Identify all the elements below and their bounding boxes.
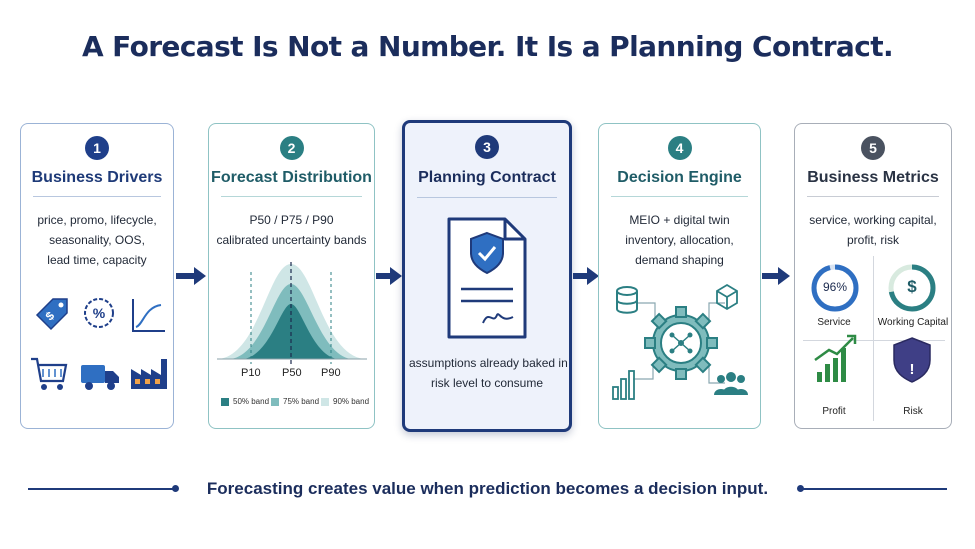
- tick-label: P90: [321, 367, 341, 379]
- description-line: inventory, allocation,: [625, 233, 734, 247]
- divider: [611, 196, 748, 197]
- svg-text:%: %: [93, 305, 106, 321]
- step-badge: 1: [85, 136, 109, 160]
- lifecycle-curve-icon: [132, 299, 165, 332]
- footer-dot: [172, 485, 179, 492]
- flow-arrow-icon: [376, 267, 402, 285]
- card-title: Business Drivers: [31, 169, 163, 186]
- card-decision-engine: 4 Decision Engine MEIO + digital twin in…: [598, 123, 761, 429]
- decision-engine-diagram: [612, 283, 748, 400]
- dollar-symbol: $: [907, 277, 917, 296]
- card-title: Decision Engine: [617, 169, 742, 186]
- gear-network-icon: [644, 306, 718, 380]
- page-title: A Forecast Is Not a Number. It Is a Plan…: [81, 30, 894, 63]
- shopping-cart-icon: [31, 357, 68, 390]
- card-title: Forecast Distribution: [211, 169, 372, 186]
- card-forecast-distribution: 2 Forecast Distribution P50 / P75 / P90 …: [208, 123, 375, 429]
- legend-swatch: [221, 398, 229, 406]
- footer-dot: [797, 485, 804, 492]
- tick-label: P50: [282, 367, 302, 379]
- metric-label: Working Capital: [877, 317, 949, 328]
- description-line: lead time, capacity: [47, 253, 147, 267]
- legend-swatch: [321, 398, 329, 406]
- factory-icon: [131, 359, 167, 389]
- legend-swatch: [271, 398, 279, 406]
- grid-divider: [803, 340, 945, 341]
- warning-shield-icon: [893, 337, 931, 383]
- dollar-ring-icon: [888, 264, 936, 312]
- metric-label: Profit: [822, 406, 846, 417]
- description-line: price, promo, lifecycle,: [37, 213, 157, 227]
- percent-badge-icon: %: [84, 298, 114, 328]
- legend-label: 50% band: [233, 397, 270, 406]
- description-line: calibrated uncertainty bands: [216, 233, 367, 247]
- metric-label: Service: [817, 317, 851, 328]
- card-description: P50 / P75 / P90 calibrated uncertainty b…: [213, 210, 370, 250]
- card-title: Business Metrics: [807, 169, 939, 186]
- footer-rule-left: [28, 488, 174, 490]
- divider: [221, 196, 362, 197]
- description-line: assumptions already baked in: [409, 356, 568, 370]
- team-icon: [714, 372, 748, 395]
- divider: [417, 197, 557, 198]
- step-badge: 3: [475, 135, 499, 159]
- step-badge: 4: [667, 136, 692, 160]
- footer-caption: Forecasting creates value when predictio…: [206, 479, 769, 498]
- legend-label: 90% band: [333, 397, 370, 406]
- footer-rule-right: [803, 488, 947, 490]
- gauge-icon: [811, 264, 859, 312]
- grid-divider: [873, 256, 874, 421]
- step-badge: 5: [861, 136, 885, 160]
- delivery-truck-icon: [81, 365, 119, 390]
- tick-label: P10: [241, 367, 261, 379]
- card-description: price, promo, lifecycle, seasonality, OO…: [25, 210, 169, 270]
- database-icon: [616, 286, 638, 314]
- legend-label: 75% band: [283, 397, 320, 406]
- bar-chart-up-icon: [814, 334, 857, 382]
- description-line: MEIO + digital twin: [629, 213, 730, 227]
- divider: [807, 196, 939, 197]
- description-line: risk level to consume: [430, 376, 544, 390]
- card-description: service, working capital, profit, risk: [799, 210, 947, 250]
- description-line: profit, risk: [846, 233, 899, 247]
- cube-icon: [716, 283, 738, 311]
- flow-arrow-icon: [176, 267, 206, 285]
- flow-arrow-icon: [573, 267, 599, 285]
- card-description: MEIO + digital twin inventory, allocatio…: [603, 210, 756, 270]
- description-line: service, working capital,: [809, 213, 937, 227]
- description-line: seasonality, OOS,: [49, 233, 145, 247]
- signed-contract-icon: [447, 217, 527, 339]
- card-title: Planning Contract: [418, 169, 556, 186]
- metric-label: Risk: [903, 406, 923, 417]
- driver-icons: $ %: [31, 298, 167, 390]
- step-badge: 2: [279, 136, 304, 160]
- divider: [33, 196, 161, 197]
- description-line: P50 / P75 / P90: [249, 213, 334, 227]
- bar-chart-icon: [612, 370, 635, 400]
- flow-arrow-icon: [762, 267, 790, 285]
- card-business-drivers: 1 Business Drivers price, promo, lifecyc…: [20, 123, 174, 429]
- metrics-icons: [811, 264, 936, 383]
- price-tag-icon: $: [35, 298, 68, 331]
- service-value: 96%: [822, 280, 848, 294]
- card-description: assumptions already baked in risk level …: [409, 353, 568, 393]
- risk-symbol: !: [909, 361, 915, 378]
- distribution-bands-chart: [217, 262, 367, 364]
- card-planning-contract: 3 Planning Contract assumptions already …: [402, 120, 572, 432]
- description-line: demand shaping: [635, 253, 724, 267]
- card-business-metrics: 5 Business Metrics service, working capi…: [794, 123, 952, 429]
